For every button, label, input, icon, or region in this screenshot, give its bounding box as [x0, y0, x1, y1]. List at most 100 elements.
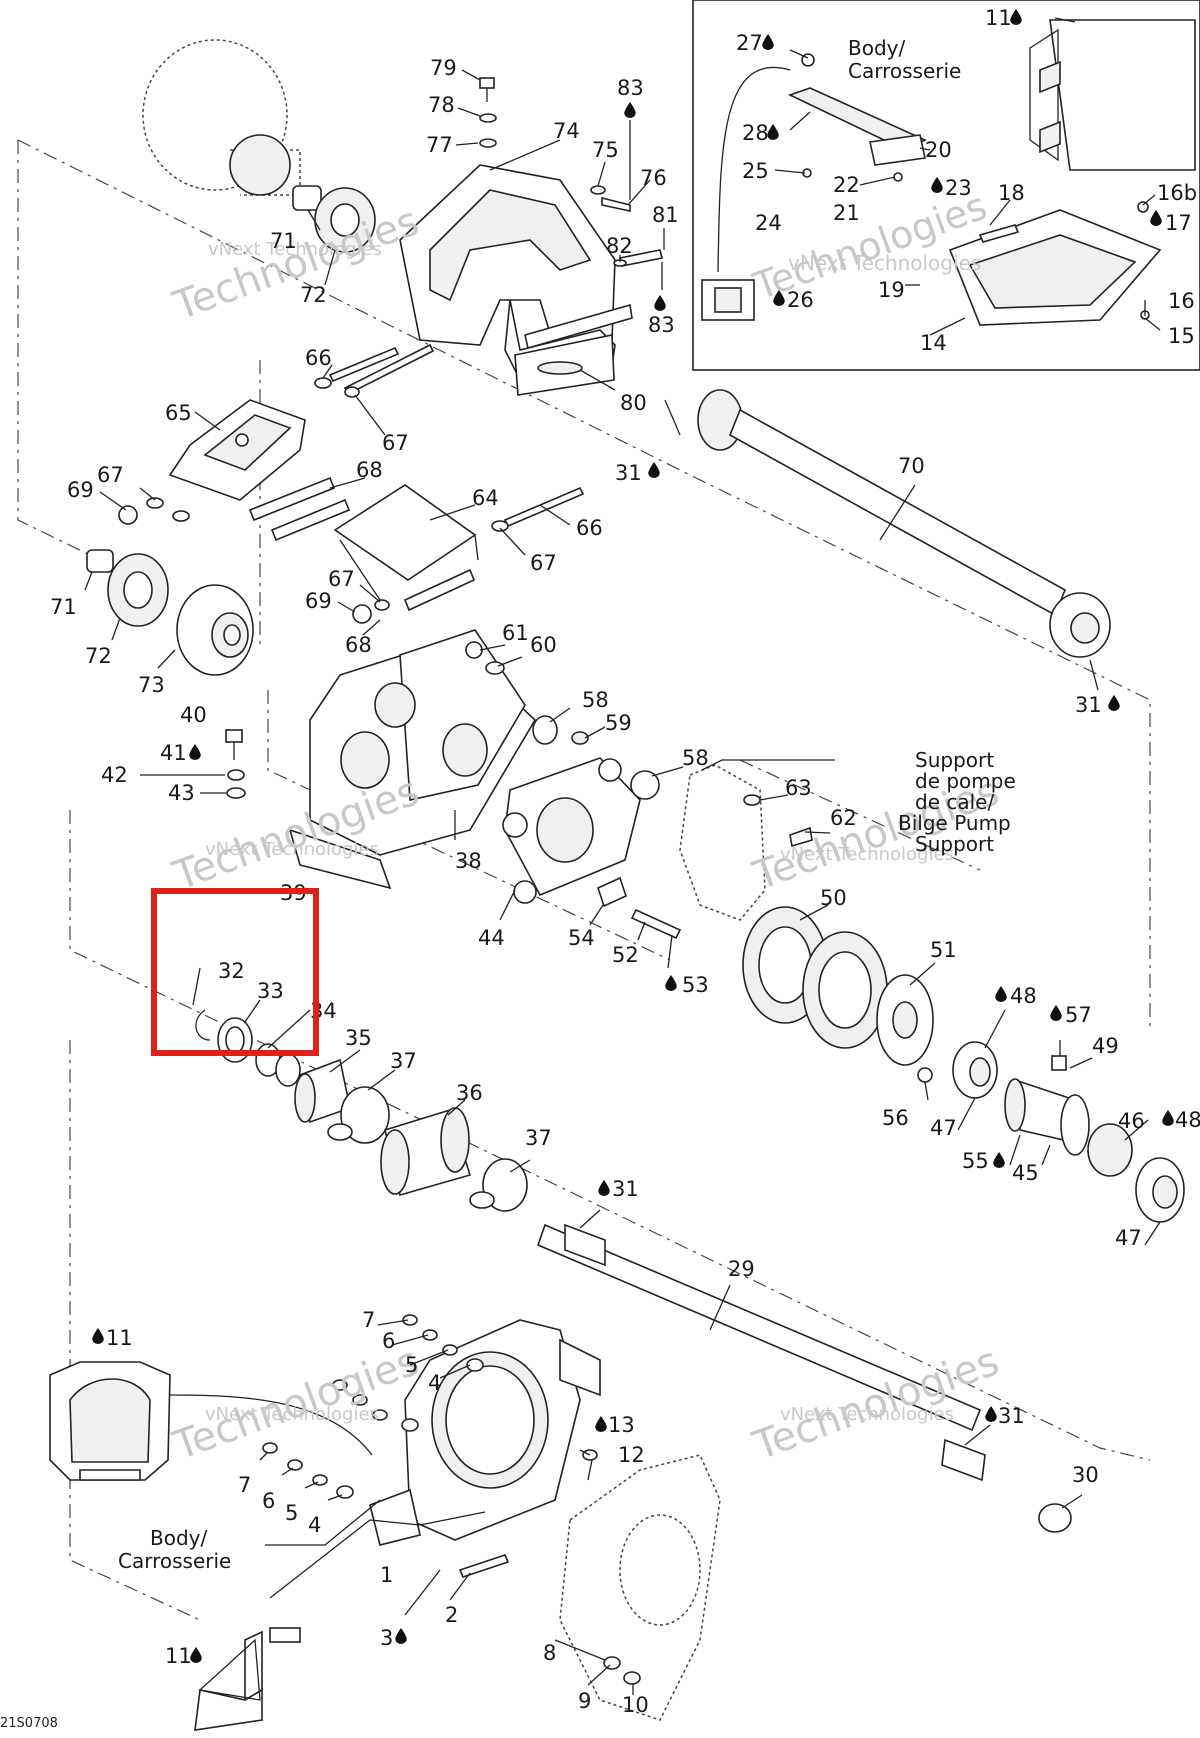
svg-text:2: 2	[445, 1603, 458, 1627]
svg-text:76: 76	[640, 166, 667, 190]
svg-text:18: 18	[998, 181, 1025, 205]
svg-text:37: 37	[525, 1126, 552, 1150]
washer-stacks	[262, 1314, 484, 1499]
svg-text:59: 59	[605, 711, 632, 735]
housing-leader	[269, 1511, 486, 1599]
svg-text:38: 38	[455, 849, 482, 873]
inset-body-note: Body/ Carrosserie	[848, 36, 961, 83]
svg-text:29: 29	[728, 1257, 755, 1281]
svg-text:4: 4	[428, 1371, 441, 1395]
svg-text:vNext Technologies: vNext Technologies	[208, 239, 382, 260]
svg-text:35: 35	[345, 1026, 372, 1050]
svg-text:Carrosserie: Carrosserie	[118, 1549, 231, 1573]
svg-text:50: 50	[820, 886, 847, 910]
svg-text:70: 70	[898, 454, 925, 478]
svg-text:14: 14	[920, 331, 947, 355]
svg-text:54: 54	[568, 926, 595, 950]
svg-text:vNext Technologies: vNext Technologies	[788, 251, 981, 275]
svg-text:67: 67	[530, 551, 557, 575]
svg-text:66: 66	[305, 346, 332, 370]
svg-text:16: 16	[1168, 289, 1195, 313]
svg-text:32: 32	[218, 959, 245, 983]
plate-64	[333, 484, 479, 601]
svg-text:72: 72	[85, 644, 112, 668]
svg-text:57: 57	[1065, 1003, 1092, 1027]
svg-text:75: 75	[592, 138, 619, 162]
svg-text:31: 31	[612, 1177, 639, 1201]
svg-text:43: 43	[168, 781, 195, 805]
svg-text:6: 6	[382, 1329, 395, 1353]
svg-text:42: 42	[101, 763, 128, 787]
svg-text:51: 51	[930, 938, 957, 962]
svg-text:58: 58	[682, 746, 709, 770]
svg-text:77: 77	[426, 133, 453, 157]
svg-text:67: 67	[97, 463, 124, 487]
svg-text:60: 60	[530, 633, 557, 657]
svg-text:44: 44	[478, 926, 505, 950]
svg-text:de cale/: de cale/	[915, 790, 994, 814]
svg-text:31: 31	[1075, 693, 1102, 717]
svg-text:22: 22	[833, 173, 860, 197]
spacer-stud	[597, 876, 682, 940]
coupler-top	[292, 185, 376, 253]
svg-text:83: 83	[648, 313, 675, 337]
svg-text:69: 69	[67, 478, 94, 502]
svg-text:10: 10	[622, 1693, 649, 1717]
svg-text:Bilge Pump: Bilge Pump	[898, 811, 1011, 835]
drive-shaft-70	[697, 389, 1111, 658]
bottom-body-note: Body/ Carrosserie	[118, 1526, 231, 1573]
svg-text:78: 78	[428, 93, 455, 117]
svg-text:55: 55	[962, 1149, 989, 1173]
pump-housing	[369, 1319, 601, 1578]
svg-text:37: 37	[390, 1049, 417, 1073]
svg-text:30: 30	[1072, 1463, 1099, 1487]
svg-text:Support: Support	[915, 748, 994, 772]
svg-text:47: 47	[930, 1116, 957, 1140]
svg-text:80: 80	[620, 391, 647, 415]
svg-text:5: 5	[405, 1353, 418, 1377]
svg-text:56: 56	[882, 1106, 909, 1130]
svg-text:20: 20	[925, 138, 952, 162]
svg-text:vNext Technologies: vNext Technologies	[205, 839, 379, 860]
svg-text:6: 6	[262, 1489, 275, 1513]
svg-text:73: 73	[138, 673, 165, 697]
svg-text:13: 13	[608, 1413, 635, 1437]
svg-text:47: 47	[1115, 1226, 1142, 1250]
gasket-11-top	[49, 1361, 171, 1481]
svg-text:Technologies: Technologies	[747, 184, 992, 309]
svg-text:68: 68	[345, 633, 372, 657]
svg-text:69: 69	[305, 589, 332, 613]
svg-text:31: 31	[615, 461, 642, 485]
svg-text:Body/: Body/	[848, 36, 905, 60]
svg-text:67: 67	[382, 431, 409, 455]
svg-text:3: 3	[380, 1626, 393, 1650]
svg-text:65: 65	[165, 401, 192, 425]
svg-text:7: 7	[238, 1473, 251, 1497]
svg-text:vNext Technologies: vNext Technologies	[205, 1404, 379, 1425]
svg-text:Technologies: Technologies	[167, 198, 425, 329]
svg-text:83: 83	[617, 76, 644, 100]
svg-text:11: 11	[985, 6, 1012, 30]
bearing-plates-50	[742, 906, 934, 1083]
svg-text:12: 12	[618, 1443, 645, 1467]
svg-text:5: 5	[285, 1501, 298, 1525]
svg-text:61: 61	[502, 621, 529, 645]
bracket-11-bottom	[194, 1627, 301, 1731]
svg-text:vNext Technologies: vNext Technologies	[780, 1404, 954, 1425]
svg-text:52: 52	[612, 943, 639, 967]
svg-text:71: 71	[50, 595, 77, 619]
assembly-centerlines	[17, 139, 1151, 1621]
svg-text:36: 36	[456, 1081, 483, 1105]
svg-text:9: 9	[578, 1689, 591, 1713]
fasteners-top	[479, 77, 663, 267]
svg-text:27: 27	[736, 31, 763, 55]
jet-pump-outline	[559, 1454, 721, 1721]
svg-text:68: 68	[356, 458, 383, 482]
rubber-mounts-58	[532, 715, 813, 848]
svg-text:11: 11	[165, 1644, 192, 1668]
drive-shaft-29	[536, 1223, 1072, 1533]
svg-text:46: 46	[1118, 1109, 1145, 1133]
svg-text:15: 15	[1168, 324, 1195, 348]
svg-text:62: 62	[830, 806, 857, 830]
